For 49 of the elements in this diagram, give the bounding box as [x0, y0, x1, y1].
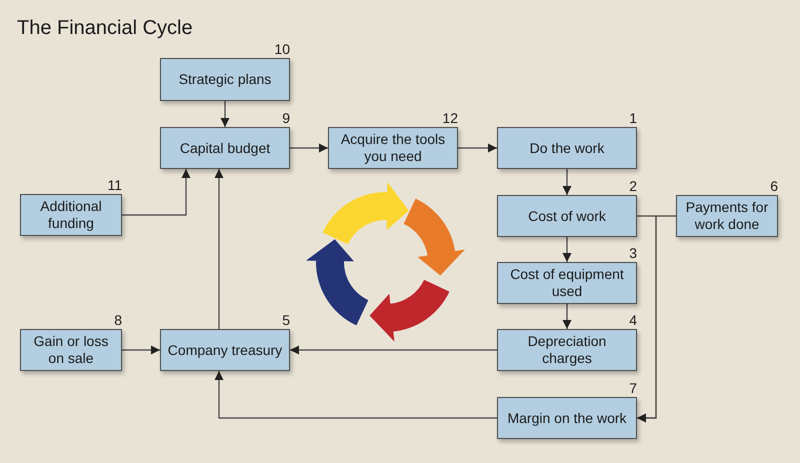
- process-box: [497, 195, 637, 237]
- process-box: [328, 127, 458, 169]
- arrow: [214, 371, 497, 419]
- step-number: 7: [629, 380, 637, 396]
- arrow: [458, 144, 497, 152]
- arrow: [562, 237, 572, 262]
- box-label: Cost of work: [528, 208, 606, 224]
- step-number: 5: [282, 312, 290, 328]
- arrow: [290, 346, 497, 354]
- box-label: Cost of equipment used: [509, 266, 625, 300]
- process-box: [20, 194, 122, 236]
- arrow: [637, 215, 676, 422]
- process-box: [497, 329, 637, 371]
- process-box: [20, 329, 122, 371]
- box-label: Company treasury: [168, 342, 282, 358]
- step-number: 3: [629, 245, 637, 261]
- box-label: Depreciation charges: [526, 333, 608, 367]
- box-label: Capital budget: [180, 140, 270, 156]
- process-box: [160, 58, 290, 101]
- step-number: 6: [770, 178, 778, 194]
- box-label: Strategic plans: [178, 71, 272, 88]
- box-label: Payments for work done: [684, 199, 770, 233]
- box-label: Gain or loss on sale: [32, 333, 110, 367]
- step-number: 10: [274, 41, 290, 57]
- arrow: [220, 101, 230, 127]
- box-label: Margin on the work: [507, 410, 627, 426]
- diagram-title: The Financial Cycle: [17, 16, 193, 40]
- arrow: [122, 169, 190, 216]
- process-box: [160, 329, 290, 371]
- box-label: Do the work: [530, 140, 604, 156]
- process-box: [497, 127, 637, 169]
- step-number: 12: [442, 110, 458, 126]
- process-box: [160, 127, 290, 169]
- step-number: 4: [629, 312, 637, 328]
- arrow: [562, 304, 572, 329]
- step-number: 8: [114, 312, 122, 328]
- box-label: Additional funding: [39, 198, 103, 232]
- process-box: [676, 195, 778, 237]
- arrow: [214, 169, 224, 329]
- step-number: 1: [629, 110, 637, 126]
- step-number: 9: [282, 110, 290, 126]
- box-label: Acquire the tools you need: [340, 131, 446, 165]
- step-number: 2: [629, 178, 637, 194]
- arrow: [562, 169, 572, 195]
- arrow: [290, 144, 328, 152]
- arrow: [122, 346, 160, 354]
- process-box: [497, 397, 637, 439]
- step-number: 11: [107, 177, 122, 193]
- process-box: [497, 262, 637, 304]
